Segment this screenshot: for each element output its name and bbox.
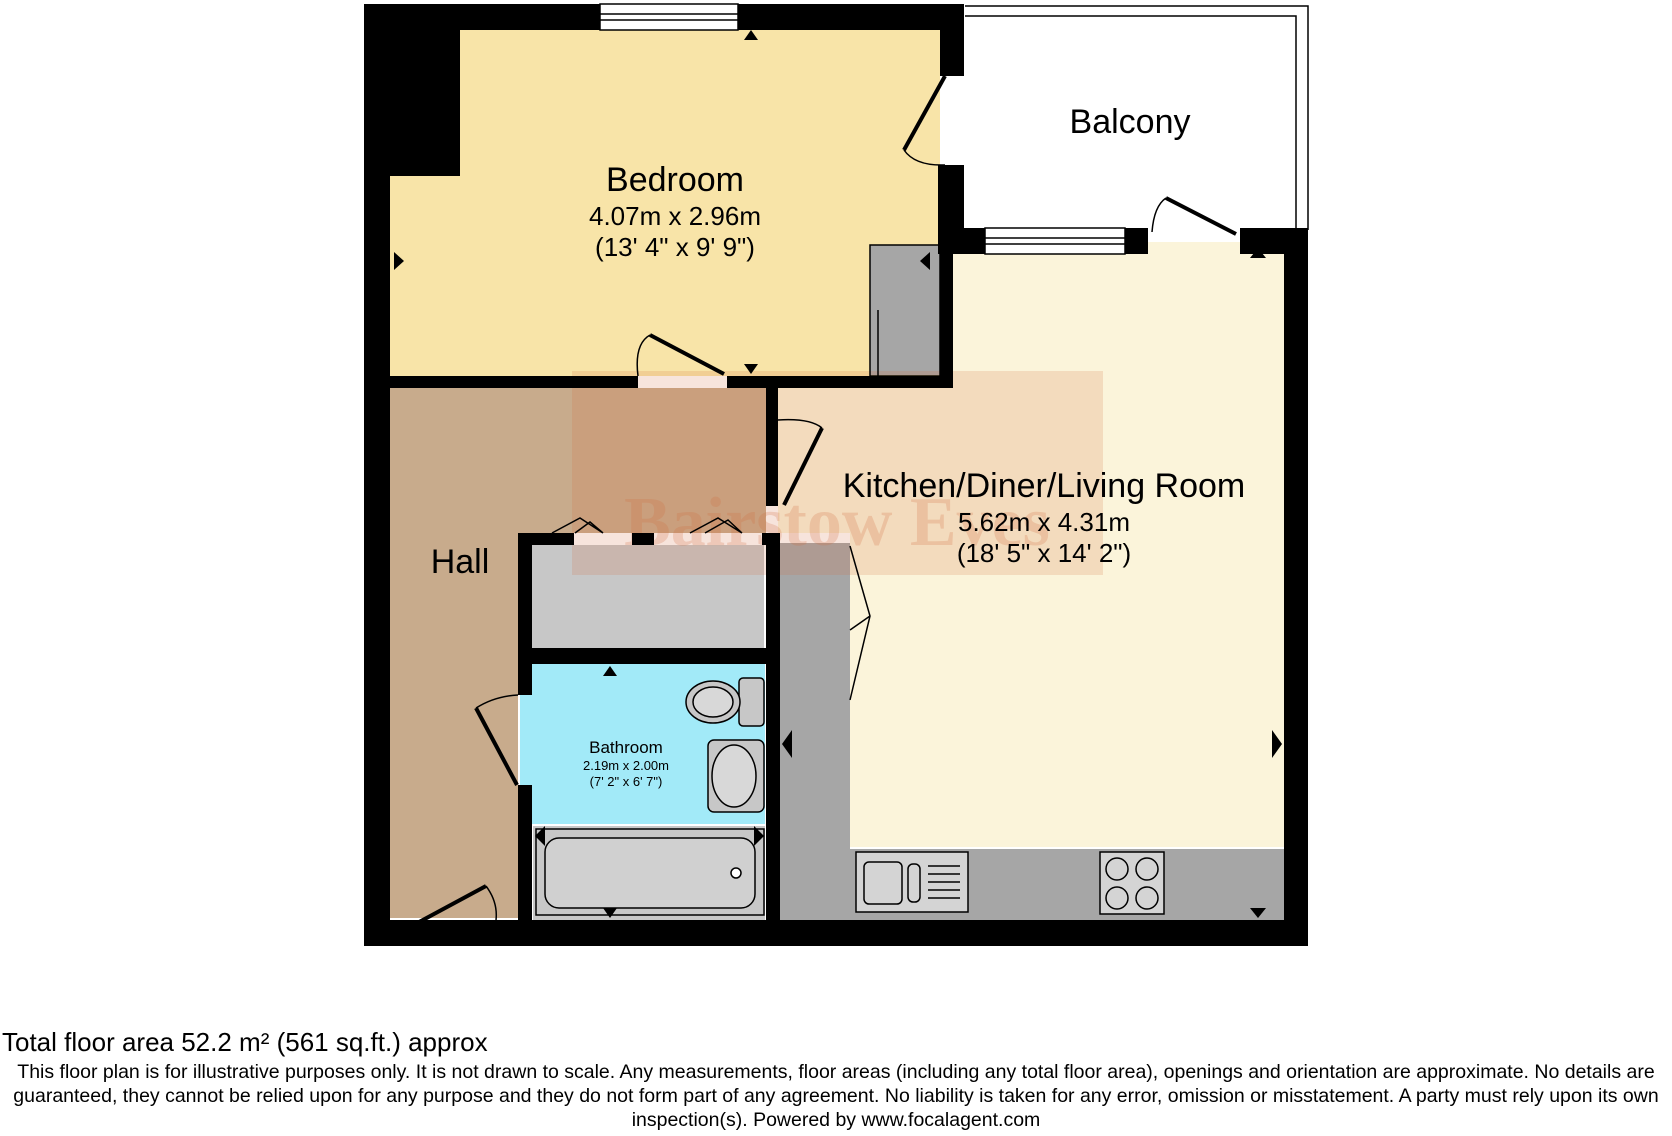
basin-icon [707, 739, 765, 813]
bedroom-wardrobe [869, 244, 941, 377]
bedroom-label: Bedroom 4.07m x 2.96m (13' 4" x 9' 9") [575, 160, 775, 263]
bedroom-area [390, 28, 940, 376]
living-balcony-door [1165, 196, 1237, 236]
kitchen-imperial: (18' 5" x 14' 2") [956, 537, 1132, 568]
floor-plan: Bairstow Eves [364, 3, 1309, 946]
watermark-box [572, 371, 1103, 575]
walls [364, 4, 1308, 946]
kitchen-name: Kitchen/Diner/Living Room [842, 467, 1246, 505]
cupboard-doors-left [551, 517, 604, 534]
sink-icon [855, 851, 969, 913]
disclaimer-text: This floor plan is for illustrative purp… [13, 1061, 1659, 1131]
bedroom-window [599, 3, 739, 31]
entrance-door [407, 884, 487, 930]
kitchen-cupboard-doors [849, 545, 871, 701]
hall-upper-area [518, 388, 766, 533]
hall-area [390, 388, 518, 918]
bathroom-imperial: (7' 2" x 6' 7") [589, 773, 663, 789]
cupboard-doors-right [689, 517, 743, 534]
bedroom-metric: 4.07m x 2.96m [589, 200, 761, 231]
living-lower-area [850, 533, 953, 847]
hall-label: Hall [410, 542, 510, 583]
living-room-door [782, 427, 824, 506]
hall-name: Hall [430, 543, 490, 581]
kitchen-metric: 5.62m x 4.31m [958, 506, 1130, 537]
living-window [984, 227, 1126, 255]
balcony-name: Balcony [1069, 103, 1191, 141]
doors [407, 75, 1237, 930]
kitchen-label: Kitchen/Diner/Living Room 5.62m x 4.31m … [800, 466, 1288, 569]
bedroom-name: Bedroom [606, 161, 744, 199]
bedroom-door [649, 333, 725, 376]
kitchen-area [953, 242, 1285, 847]
bathroom-name: Bathroom [589, 738, 663, 757]
watermark-text: Bairstow Eves [624, 484, 1050, 561]
bathroom-door [474, 707, 519, 786]
footer: Total floor area 52.2 m² (561 sq.ft.) ap… [0, 1027, 1672, 1132]
total-floor-area: Total floor area 52.2 m² (561 sq.ft.) ap… [2, 1027, 488, 1057]
toilet-icon [685, 677, 765, 727]
dimension-markers [394, 30, 1282, 918]
storage-cupboard-area [532, 545, 764, 648]
bathroom-label: Bathroom 2.19m x 2.00m (7' 2" x 6' 7") [566, 738, 686, 790]
bathroom-metric: 2.19m x 2.00m [583, 758, 669, 774]
bathtub-icon [535, 828, 765, 916]
balcony-label: Balcony [1030, 102, 1230, 143]
bedroom-balcony-door [902, 75, 947, 151]
hob-icon [1099, 851, 1165, 915]
balcony-railing [965, 5, 1309, 230]
bedroom-imperial: (13' 4" x 9' 9") [595, 231, 755, 262]
